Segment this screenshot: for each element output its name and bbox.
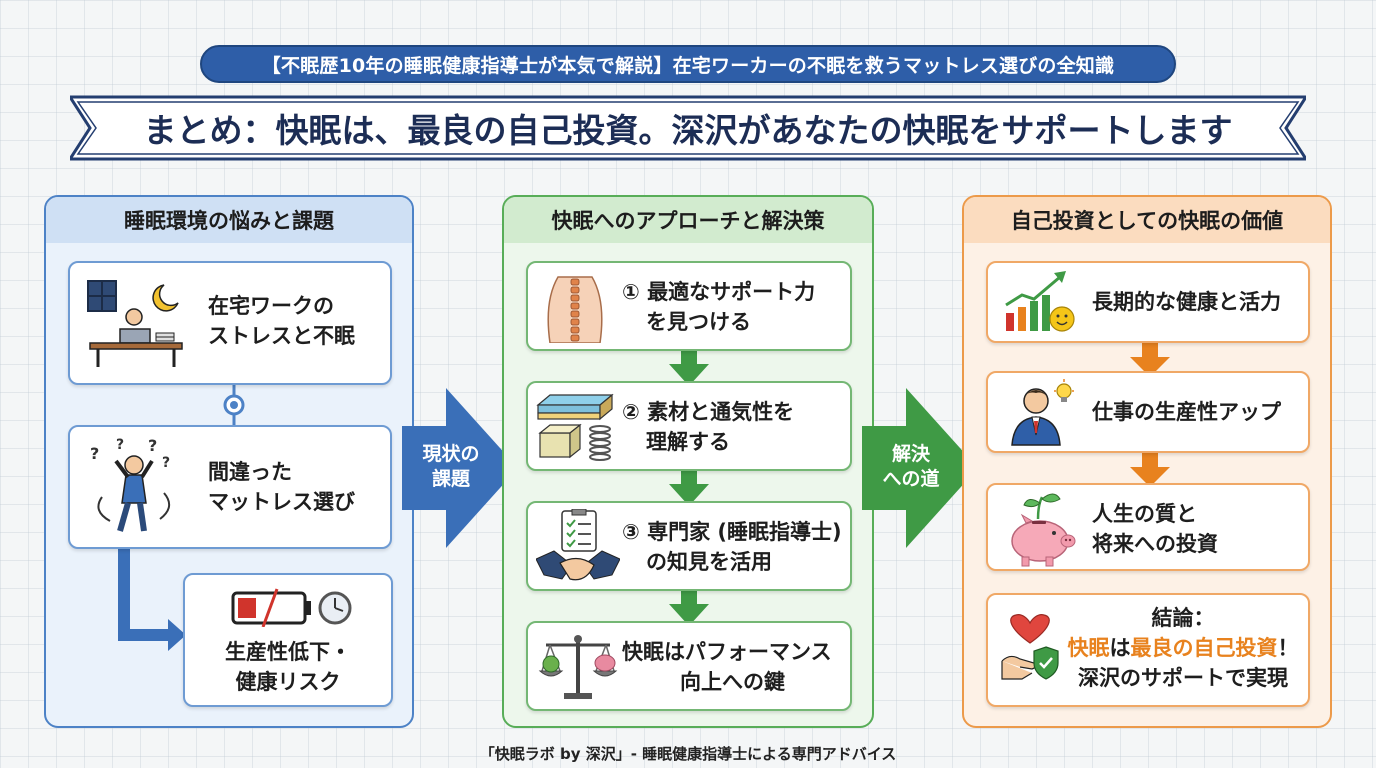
svg-text:?: ? [90,444,99,463]
svg-text:?: ? [116,437,124,453]
card-text: 在宅ワークの ストレスと不眠 [208,294,355,348]
down-arrow-icon [669,350,709,386]
conclusion-text: 結論： 快眠は最良の自己投資！ 深沢のサポートで実現 [1067,606,1299,690]
highlight-kaimin: 快眠 [1067,636,1110,660]
svg-text:?: ? [162,455,170,471]
card-text: 長期的な健康と活力 [1092,290,1281,314]
page-title: まとめ：快眠は、最良の自己投資。深沢があなたの快眠をサポートします [143,111,1233,150]
card-performance: 快眠はパフォーマンス 向上への鍵 [526,621,852,711]
arrow-label: 解決 への道 [882,443,940,490]
card-productivity-risk: 生産性低下・ 健康リスク [183,573,393,707]
spine-icon [547,276,603,343]
desk-night-icon [87,280,183,367]
card-text: 仕事の生産性アップ [1092,400,1281,424]
heart-shield-hand-icon [1001,614,1059,680]
growth-chart-icon [1005,271,1075,332]
down-arrow-icon [1130,343,1170,377]
panel-problems: 睡眠環境の悩みと課題 在宅ワークの ストレスと不眠 [44,195,414,728]
down-arrow-icon [669,470,709,506]
confused-person-icon: ? ? ? ? [90,437,170,532]
arrow-current-issues: 現状の 課題 [402,388,518,548]
card-conclusion: 結論： 快眠は最良の自己投資！ 深沢のサポートで実現 [986,593,1310,707]
big-arrow-icon [862,388,978,548]
panel-heading: 睡眠環境の悩みと課題 [46,197,412,243]
panel-heading: 自己投資としての快眠の価値 [964,197,1330,243]
low-battery-clock-icon [231,588,352,627]
card-expert: ③ 専門家 (睡眠指導士) の知見を活用 [526,501,852,591]
big-arrow-icon [402,388,518,548]
title-ribbon: まとめ：快眠は、最良の自己投資。深沢があなたの快眠をサポートします [70,95,1306,161]
panel-value: 自己投資としての快眠の価値 長期的な健康と活力 [962,195,1332,728]
card-health: 長期的な健康と活力 [986,261,1310,343]
down-arrow-icon [669,590,709,626]
ribbon-shape [70,95,1306,161]
footer-credit: 「快眠ラボ by 深沢」- 睡眠健康指導士による専門アドバイス [479,745,897,763]
highlight-investment: 最良の自己投資 [1130,636,1278,660]
panel-heading: 快眠へのアプローチと解決策 [504,197,872,243]
balance-scale-icon [538,635,618,699]
card-wrong-mattress: ? ? ? ? 間違った マットレス選び [68,425,392,549]
arrow-label: 現状の 課題 [422,443,480,490]
card-stress: 在宅ワークの ストレスと不眠 [68,261,392,385]
card-life-quality: 人生の質と 将来への投資 [986,483,1310,571]
panel-solutions: 快眠へのアプローチと解決策 ① 最適なサポート力 を見つける [502,195,874,728]
arrow-path-to-solution: 解決 への道 [862,388,978,548]
card-material: ② 素材と通気性を 理解する [526,381,852,471]
card-text: 生産性低下・ 健康リスク [225,640,351,694]
businessman-idea-icon [1011,379,1074,446]
card-text: 間違った マットレス選び [208,460,355,514]
header-pill: 【不眠歴10年の睡眠健康指導士が本気で解説】在宅ワーカーの不眠を救うマットレス選… [200,45,1176,83]
piggy-bank-sprout-icon [1011,493,1076,567]
card-support: ① 最適なサポート力 を見つける [526,261,852,351]
card-text: 人生の質と 将来への投資 [1092,502,1218,556]
card-text: 快眠はパフォーマンス 向上への鍵 [622,640,832,694]
card-text: ① 最適なサポート力 を見つける [622,280,816,334]
handshake-checklist-icon [536,509,620,581]
card-productivity: 仕事の生産性アップ [986,371,1310,453]
svg-text:?: ? [148,437,157,455]
connector-node [223,382,245,428]
l-arrow [118,547,186,651]
card-text: ② 素材と通気性を 理解する [622,400,795,454]
down-arrow-icon [1130,453,1170,487]
card-text: ③ 専門家 (睡眠指導士) の知見を活用 [622,520,842,574]
mattress-layers-icon [536,393,614,461]
